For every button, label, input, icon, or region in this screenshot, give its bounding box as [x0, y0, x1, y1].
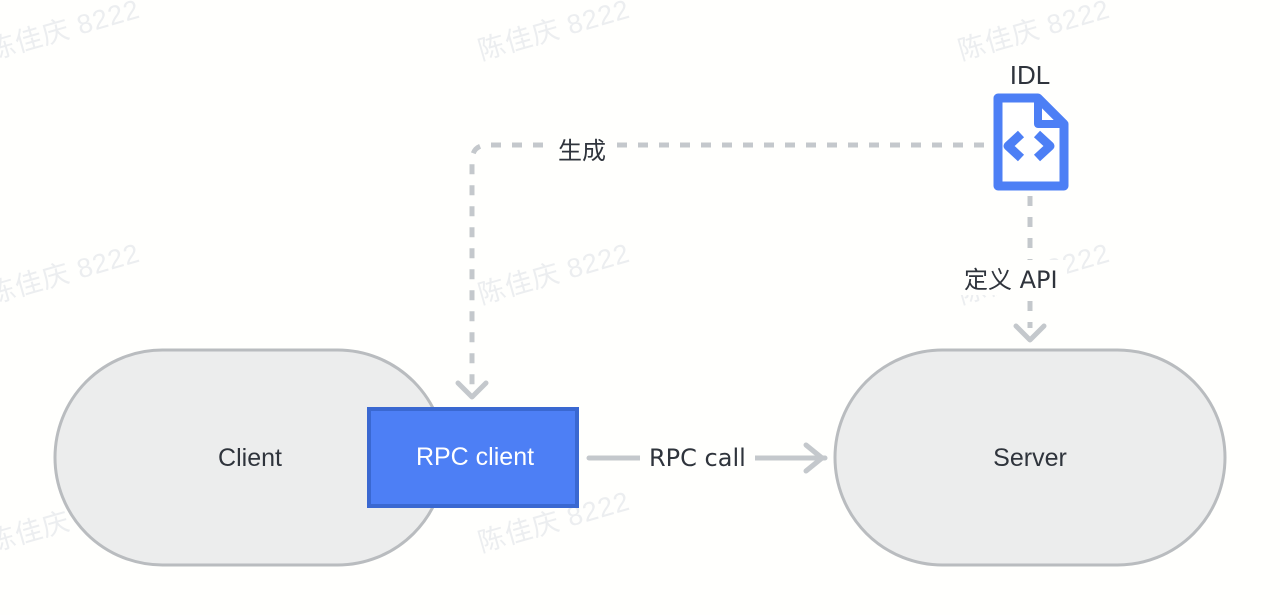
client-node-label: Client — [218, 444, 282, 472]
generate-arrowhead-icon — [455, 380, 489, 400]
code-document-icon[interactable] — [993, 93, 1069, 191]
rpc-call-arrowhead-icon — [803, 442, 825, 474]
define-api-arrowhead-icon — [1013, 323, 1047, 343]
generate-edge-label: 生成 — [549, 131, 615, 166]
rpc-call-edge-label: RPC call — [640, 444, 755, 472]
server-node-label: Server — [993, 444, 1067, 472]
define-api-edge-label: 定义 API — [955, 260, 1067, 295]
generate-edge-path — [469, 142, 984, 385]
server-node[interactable] — [833, 348, 1227, 567]
rpc-client-node-label: RPC client — [415, 443, 535, 471]
rpc-client-node[interactable] — [367, 407, 579, 508]
idl-node-label: IDL — [1009, 60, 1051, 90]
